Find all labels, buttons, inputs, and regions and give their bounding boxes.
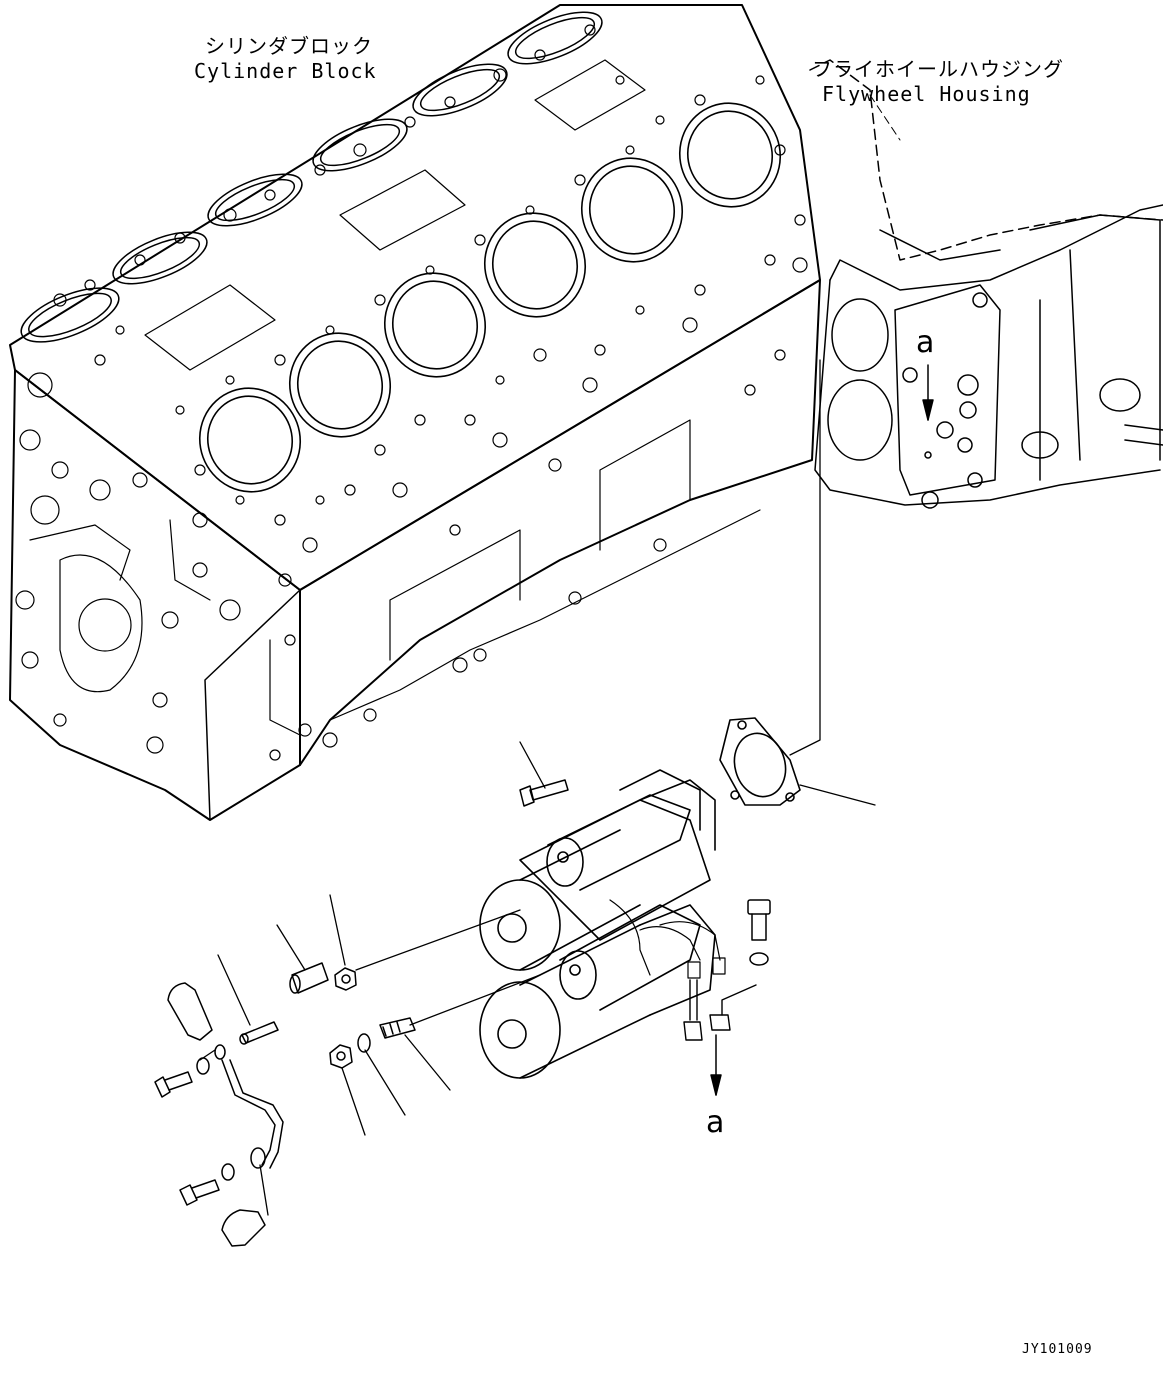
pin [240,1022,278,1044]
terminal-connectors [684,980,756,1040]
terminal-bolt-upper [155,1072,192,1097]
bolt-and-washer-right [748,900,770,965]
flywheel-housing [810,60,1163,508]
cylinder-block-label-en: Cylinder Block [194,59,377,83]
gasket [720,718,800,805]
cylinder-block-label-jp: シリンダブロック [205,34,373,58]
reference-mark-a-upper: a [916,325,935,360]
starter-motor-assembly [480,770,725,1078]
flywheel-label-leader [870,95,900,140]
flywheel-housing-label-jp: フライホイールハウジング [812,57,1064,81]
flywheel-housing-label-en: Flywheel Housing [822,82,1031,106]
leader-lines [200,360,875,1215]
arrow-a-lower [711,1035,721,1095]
cylinder-block [10,2,820,820]
terminal-bolt-lower [180,1180,219,1205]
spacer-sleeve [290,963,328,993]
boot-cover [168,983,212,1040]
figure-code: JY101009 [1022,1342,1093,1357]
mounting-bolt-upper [520,780,568,806]
nut [335,968,356,990]
washer-lower [358,1034,370,1052]
stud-bolt [380,1018,415,1038]
boot-cover-lower [222,1210,265,1246]
nut-lower [330,1045,352,1068]
reference-mark-a-lower: a [706,1105,725,1140]
arrow-a-upper [923,365,933,458]
cable-lead [197,1045,283,1180]
